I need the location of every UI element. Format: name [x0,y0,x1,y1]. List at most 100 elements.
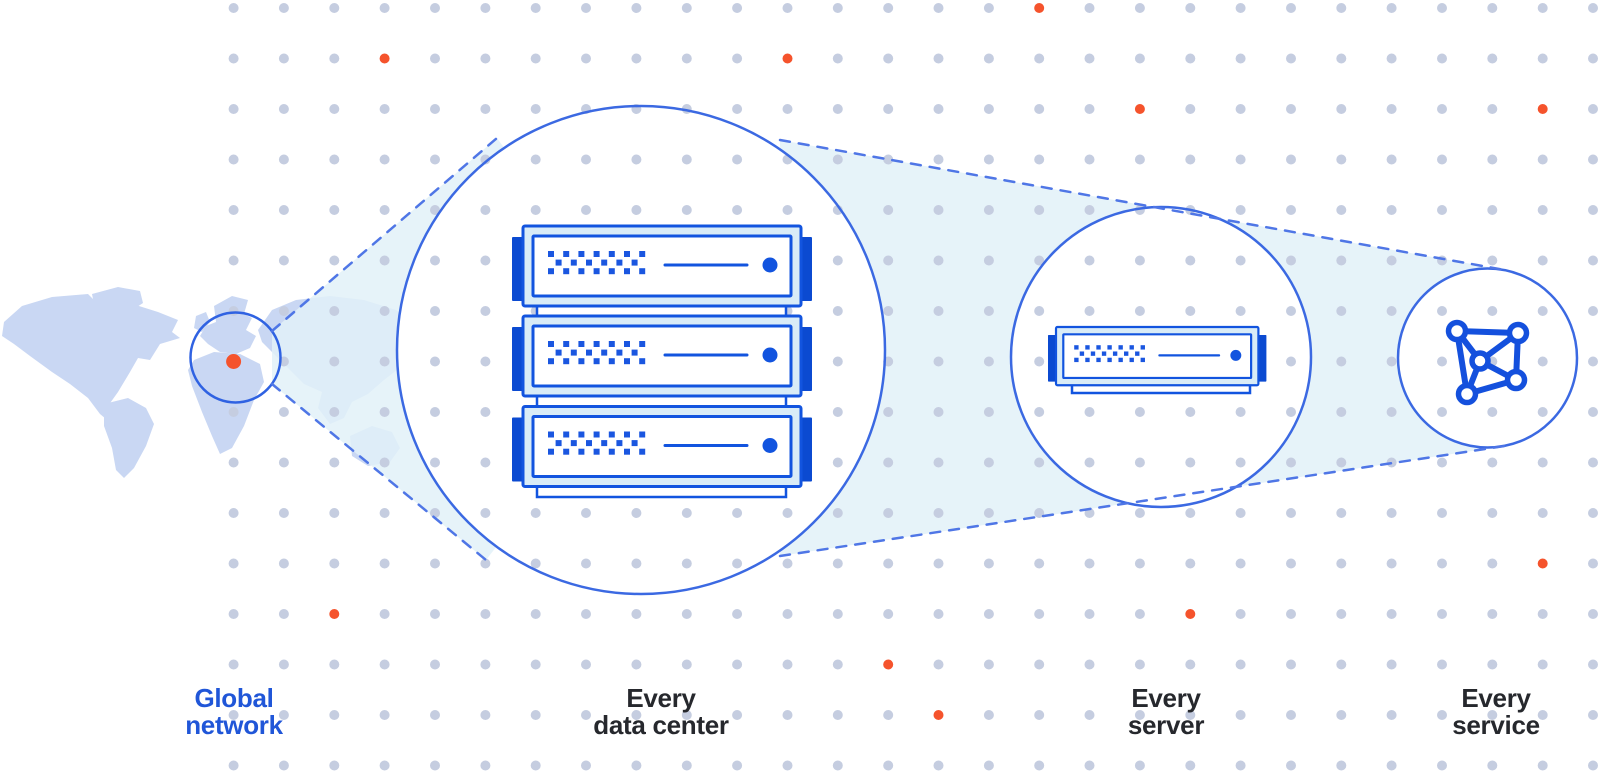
grid-dot [1537,306,1548,316]
grid-dot [732,609,743,619]
orange-dot [1134,104,1145,114]
grid-dot [1235,558,1246,569]
grid-dot [430,53,440,64]
label-line: Global [194,683,274,713]
service-circle [1396,267,1579,449]
map-south-america [104,398,154,478]
grid-dot [1336,558,1347,569]
grid-dot [983,457,994,468]
single-server [1046,325,1268,395]
grid-dot [1336,306,1347,316]
grid-dot [480,508,491,518]
grid-dot [681,3,692,13]
grid-dot [732,710,743,720]
grid-dot [1437,154,1447,165]
grid-dot [1588,609,1598,619]
grid-dot [480,457,491,468]
global-network-circle [189,311,282,404]
grid-dot [883,609,894,619]
grid-dot [1588,407,1598,417]
grid-dot [1588,3,1598,13]
grid-dot [581,659,591,670]
grid-dot [1336,3,1347,13]
grid-dot [883,508,894,518]
grid-dot [581,154,591,165]
grid-dot [1286,609,1296,619]
grid-dot [228,3,239,13]
grid-dot [278,710,289,720]
grid-dot [480,407,491,417]
grid-dot [228,407,239,417]
grid-dot [883,3,894,13]
grid-dot [1386,306,1397,316]
grid-dot [1084,407,1095,417]
grid-dot [1487,407,1498,417]
grid-dot [732,558,743,569]
grid-dot [1134,306,1145,316]
data-center-circle [395,104,887,596]
grid-dot [933,558,944,569]
grid-dot [933,154,944,165]
grid-dot [883,407,894,417]
grid-dot [1437,356,1447,367]
grid-dot [430,306,440,316]
grid-dot [983,508,994,518]
grid-dot [228,255,239,266]
grid-dot [1537,3,1548,13]
grid-dot [530,205,541,215]
grid-dot [430,609,440,619]
grid-dot [480,659,491,670]
grid-dot [379,508,390,518]
grid-dot [681,154,692,165]
grid-dot [1235,154,1246,165]
grid-dot [832,457,843,468]
grid-dot [329,255,340,266]
grid-dot [1185,407,1196,417]
grid-dot [329,53,340,64]
grid-dot [1185,457,1196,468]
grid-dot [1487,154,1498,165]
label-line: Every [1131,683,1201,713]
grid-dot [1336,104,1347,114]
grid-dot [1034,407,1045,417]
grid-dot [1336,407,1347,417]
grid-dot [1537,659,1548,670]
orange-dot [1034,3,1045,13]
grid-dot [983,609,994,619]
grid-dot [1487,104,1498,114]
grid-dot [1437,760,1447,771]
grid-dot [379,609,390,619]
grid-dot [228,659,239,670]
grid-dot [1437,558,1447,569]
grid-dot [228,53,239,64]
grid-dot [1286,3,1296,13]
grid-dot [1487,558,1498,569]
grid-dot [883,710,894,720]
grid-dot [1235,255,1246,266]
grid-dot [631,659,642,670]
grid-dot [1084,53,1095,64]
grid-dot [631,609,642,619]
grid-dot [1336,659,1347,670]
label-line: Every [626,683,696,713]
grid-dot [430,659,440,670]
grid-dot [1084,154,1095,165]
grid-dot [681,205,692,215]
grid-dot [1084,255,1095,266]
grid-dot [1084,205,1095,215]
grid-dot [379,104,390,114]
grid-dot [1537,255,1548,266]
grid-dot [329,3,340,13]
grid-dot [1134,255,1145,266]
grid-dot [1134,710,1145,720]
dashed-line-bottom-left [270,382,488,562]
server-unit-2 [510,314,814,398]
grid-dot [1588,710,1598,720]
grid-dot [832,356,843,367]
grid-dot [832,659,843,670]
grid-dot [782,558,793,569]
grid-dot [983,558,994,569]
grid-dot [1034,255,1045,266]
label-line: Every [1461,683,1531,713]
grid-dot [480,609,491,619]
